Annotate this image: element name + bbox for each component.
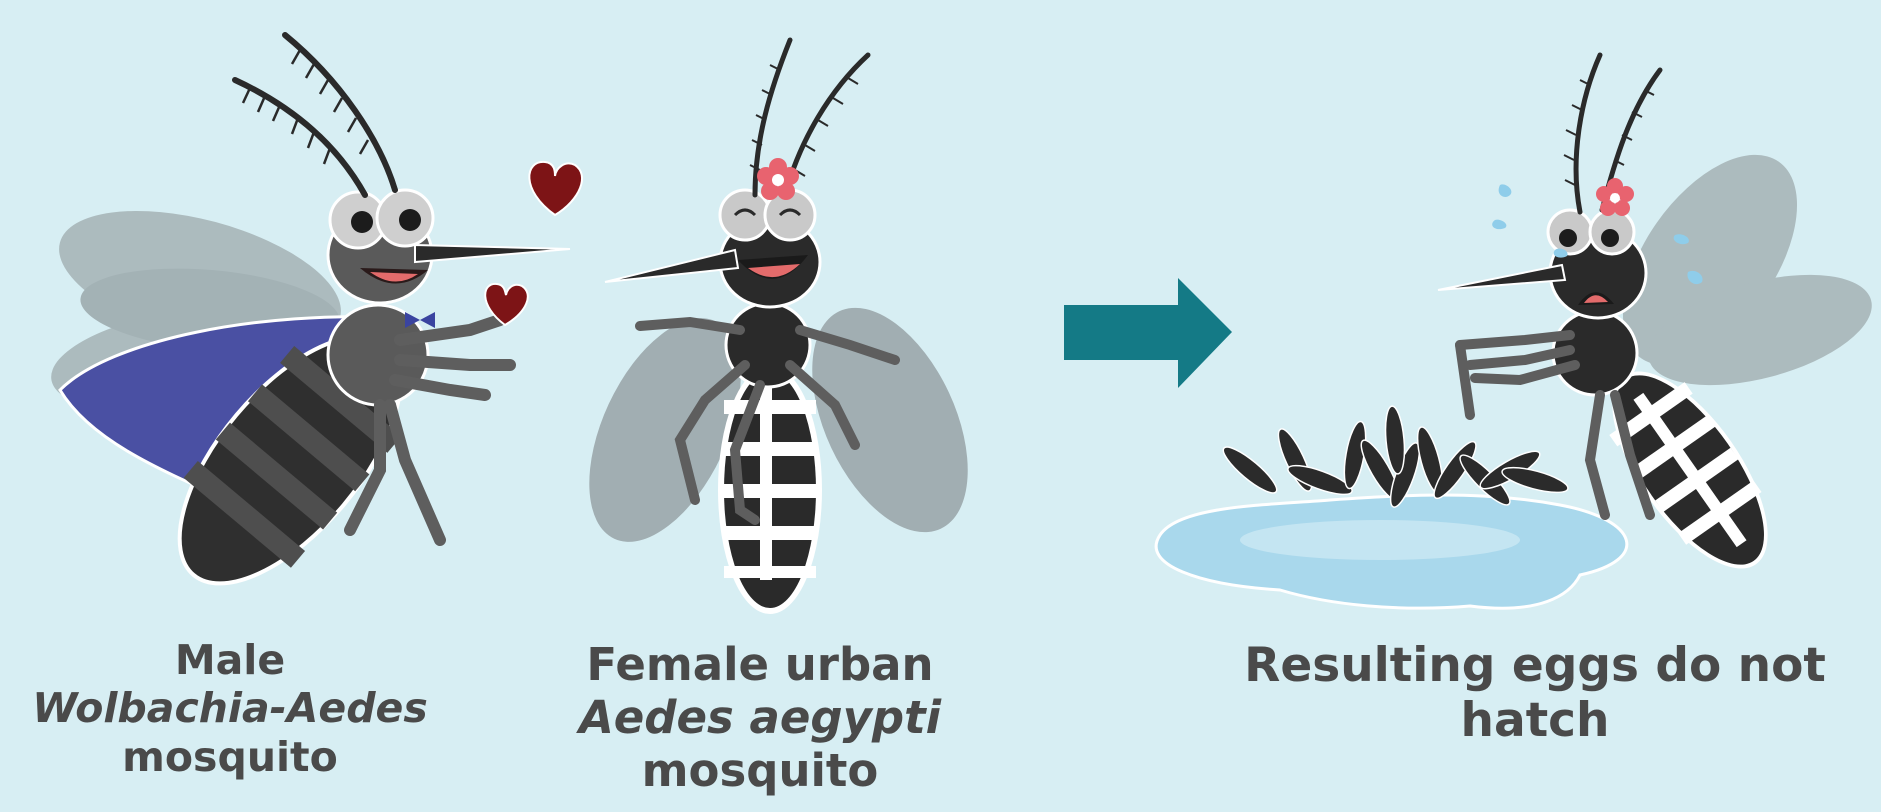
result-caption-text: Resulting eggs do not hatch [1190,638,1880,749]
heart-icon [529,162,582,215]
result-scene [1156,55,1881,608]
arrow-right-icon [1064,278,1232,388]
teardrop-icon [1499,184,1512,197]
eggs [1218,405,1570,510]
egg-icon [1218,441,1282,498]
result-caption: Resulting eggs do not hatch [1190,638,1880,749]
female-caption-line2: Aedes aegypti [555,691,965,744]
flower-icon [1596,178,1634,216]
female-caption-line3: mosquito [555,744,965,797]
egg-icon [1500,463,1570,498]
male-caption-line3: mosquito [20,733,440,781]
male-caption-line1: Male [20,636,440,684]
male-caption-line2: Wolbachia-Aedes [20,684,440,732]
teardrop-icon [1492,220,1506,230]
female-mosquito-caption: Female urban Aedes aegypti mosquito [555,638,965,797]
female-mosquito [558,40,1000,612]
male-mosquito-caption: Male Wolbachia-Aedes mosquito [20,636,440,781]
male-mosquito [44,35,570,620]
female-caption-line1: Female urban [555,638,965,691]
